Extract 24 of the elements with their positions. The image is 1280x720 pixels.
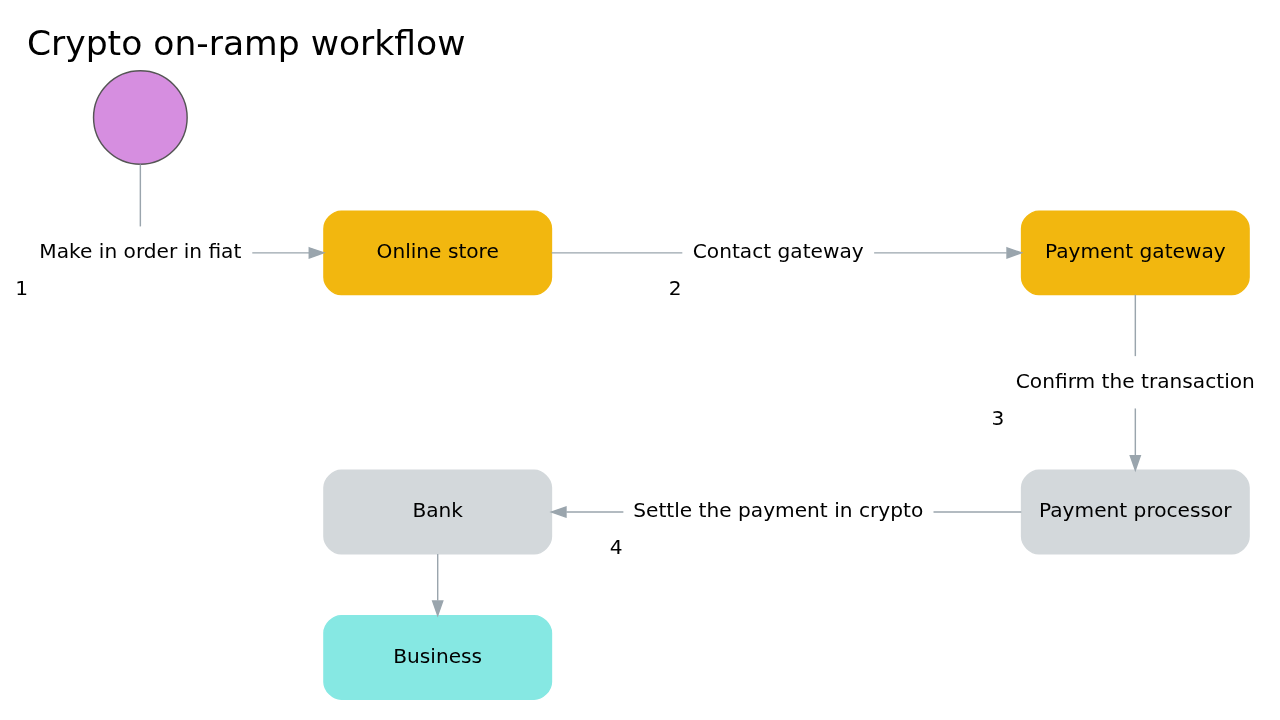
arrow <box>873 246 1024 259</box>
connector <box>1134 293 1137 357</box>
node-text: Confirm the transaction <box>1015 368 1255 393</box>
connector <box>139 163 142 227</box>
node-box: Online store <box>323 209 553 295</box>
node-box: Payment processor <box>1020 469 1250 555</box>
node-box: Business <box>323 614 553 700</box>
diagram-title: Crypto on-ramp workflow <box>26 22 466 63</box>
arrow <box>549 505 625 518</box>
node-text: Make in order in fiat <box>39 238 242 263</box>
node-box: Bank <box>323 469 553 555</box>
node-person <box>92 69 188 165</box>
node-text: Settle the payment in crypto <box>633 497 924 522</box>
node-box: Payment gateway <box>1020 209 1250 295</box>
node-label: 1 <box>15 275 28 300</box>
node-label: 3 <box>991 405 1005 429</box>
node-text: Contact gateway <box>692 238 864 263</box>
node-label: 4 <box>609 534 623 559</box>
arrow <box>431 552 444 618</box>
arrow <box>1129 407 1142 472</box>
arrow <box>251 246 326 259</box>
connector <box>550 251 684 254</box>
node-label: 2 <box>668 275 682 300</box>
connector <box>932 510 1022 513</box>
